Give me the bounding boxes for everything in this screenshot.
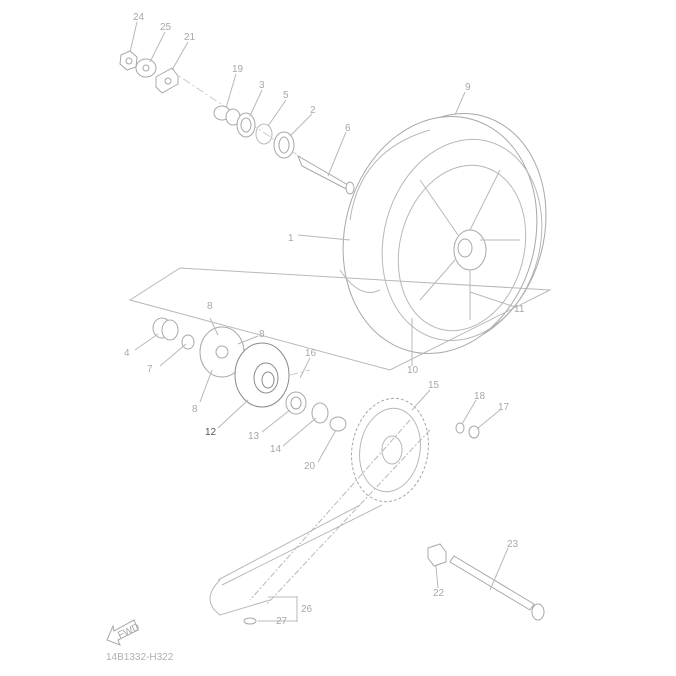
circlip-5	[255, 123, 273, 145]
washer-18	[455, 422, 465, 434]
bearing-4	[152, 317, 179, 341]
drive-chain-26	[209, 419, 431, 616]
callout-11: 11	[514, 304, 525, 315]
bearing-3	[236, 112, 256, 138]
svg-text:FWD: FWD	[116, 622, 141, 642]
rear-wheel-1	[339, 113, 547, 354]
callout-16: 16	[305, 348, 317, 359]
callout-17: 17	[498, 402, 510, 413]
bearing-13	[285, 391, 307, 415]
callout-19: 19	[232, 64, 244, 75]
collar-7	[181, 334, 195, 350]
collar-19	[213, 105, 241, 126]
callout-8b: 8	[259, 329, 265, 340]
callout-3: 3	[259, 80, 265, 91]
callout-12: 12	[205, 427, 217, 438]
callout-18: 18	[474, 391, 486, 402]
callout-6: 6	[345, 123, 351, 134]
callout-5: 5	[283, 90, 289, 101]
callout-8c: 8	[192, 404, 198, 415]
callout-9: 9	[465, 82, 471, 93]
axle-23	[449, 555, 545, 621]
nut-24	[119, 50, 138, 71]
callout-7: 7	[147, 364, 153, 375]
callout-15: 15	[428, 380, 440, 391]
callout-4: 4	[124, 348, 130, 359]
nut-17	[468, 425, 480, 439]
callout-1: 1	[288, 233, 294, 244]
callout-24: 24	[133, 12, 145, 23]
plate-22	[427, 543, 447, 567]
callout-10: 10	[407, 365, 419, 376]
diagram-code: 14B1332-H322	[106, 652, 174, 663]
spacer-6	[296, 154, 355, 195]
callout-23: 23	[507, 539, 519, 550]
plate-21	[155, 67, 179, 94]
bearing-2	[273, 131, 295, 159]
sprocket-hub-12	[234, 342, 290, 408]
callout-21: 21	[184, 32, 196, 43]
callout-26: 26	[301, 604, 313, 615]
callout-2: 2	[310, 105, 316, 116]
sprocket-15	[351, 397, 429, 503]
hub-assembly-frame	[128, 267, 552, 371]
callout-22: 22	[433, 588, 445, 599]
stud-16	[289, 369, 311, 376]
forward-arrow-icon: FWD	[106, 619, 141, 646]
callout-27: 27	[276, 616, 288, 627]
callout-13: 13	[248, 431, 260, 442]
master-link-27	[243, 617, 257, 625]
callout-25: 25	[160, 22, 172, 33]
callout-14: 14	[270, 444, 282, 455]
callout-20: 20	[304, 461, 316, 472]
callout-8a: 8	[207, 301, 213, 312]
collar-20	[329, 416, 347, 432]
washer-25	[135, 58, 157, 78]
